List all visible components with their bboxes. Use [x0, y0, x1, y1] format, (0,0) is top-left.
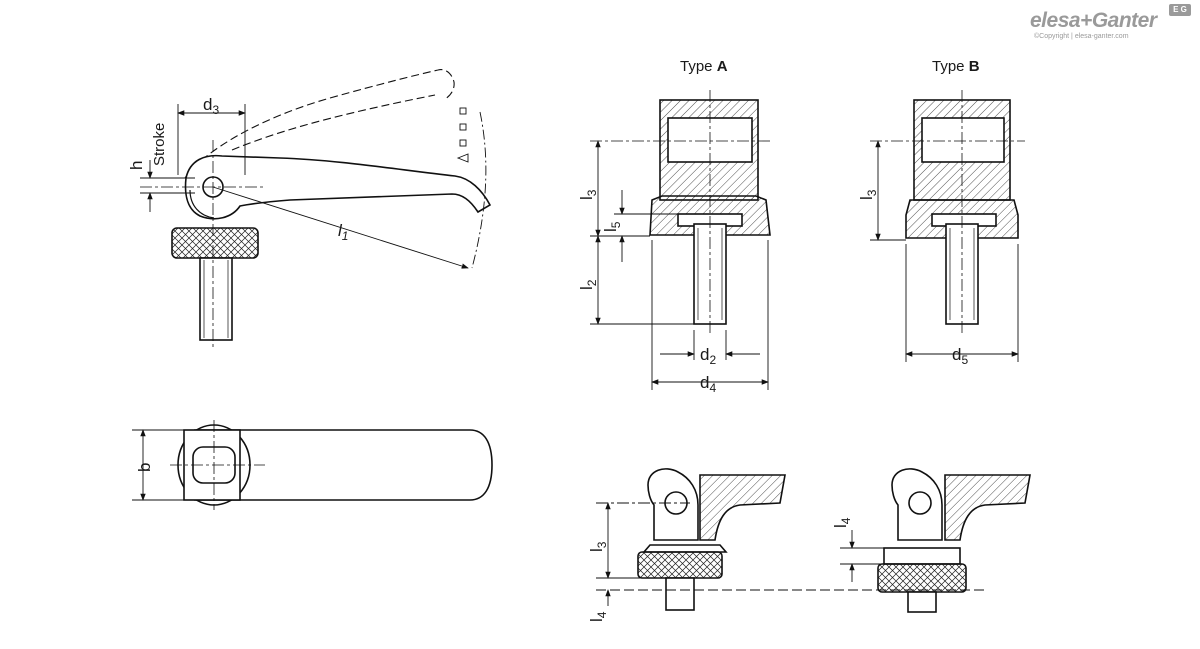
type-a-title: Type A [680, 58, 728, 75]
type-b-dimensions [870, 140, 1019, 362]
type-a-dimensions [590, 140, 769, 390]
type-a-centerlines [590, 90, 770, 335]
h-stroke-dimension [140, 104, 246, 212]
l2-label: l2 [577, 279, 599, 290]
d2-label: d2 [700, 345, 716, 367]
type-b-centerlines [870, 90, 1025, 335]
brand-logo: elesa+Ganter ©Copyright | elesa-ganter.c… [1030, 4, 1195, 48]
lever-side-view [171, 69, 492, 341]
d3-label: d3 [203, 95, 219, 117]
d4-label: d4 [700, 373, 716, 395]
b-dimension [132, 429, 188, 501]
l1-dimension [212, 107, 487, 269]
brand-badge: E G [1169, 4, 1191, 16]
brand-copyright: ©Copyright | elesa-ganter.com [1034, 33, 1129, 40]
h-label: h [127, 161, 146, 170]
stroke-label: Stroke [151, 123, 168, 166]
side-view-centerlines [140, 140, 265, 350]
type-b-title: Type B [932, 58, 980, 75]
lever-top-view [177, 424, 493, 506]
detail-dimensions [596, 502, 985, 606]
l3-label-b: l3 [857, 189, 879, 200]
l3-label-a: l3 [577, 189, 599, 200]
top-view-centerlines [170, 420, 265, 510]
l4-label-b: l4 [831, 517, 853, 528]
l1-label: l1 [338, 221, 348, 243]
l4-label-a: l4 [587, 611, 609, 622]
detail-view-a [637, 468, 786, 611]
detail-view-b [877, 468, 1031, 613]
brand-name: elesa+Ganter [1030, 9, 1157, 32]
b-label: b [135, 463, 154, 472]
l3-label-detail: l3 [587, 541, 609, 552]
d5-label: d5 [952, 345, 968, 367]
l5-label: l5 [601, 221, 623, 232]
